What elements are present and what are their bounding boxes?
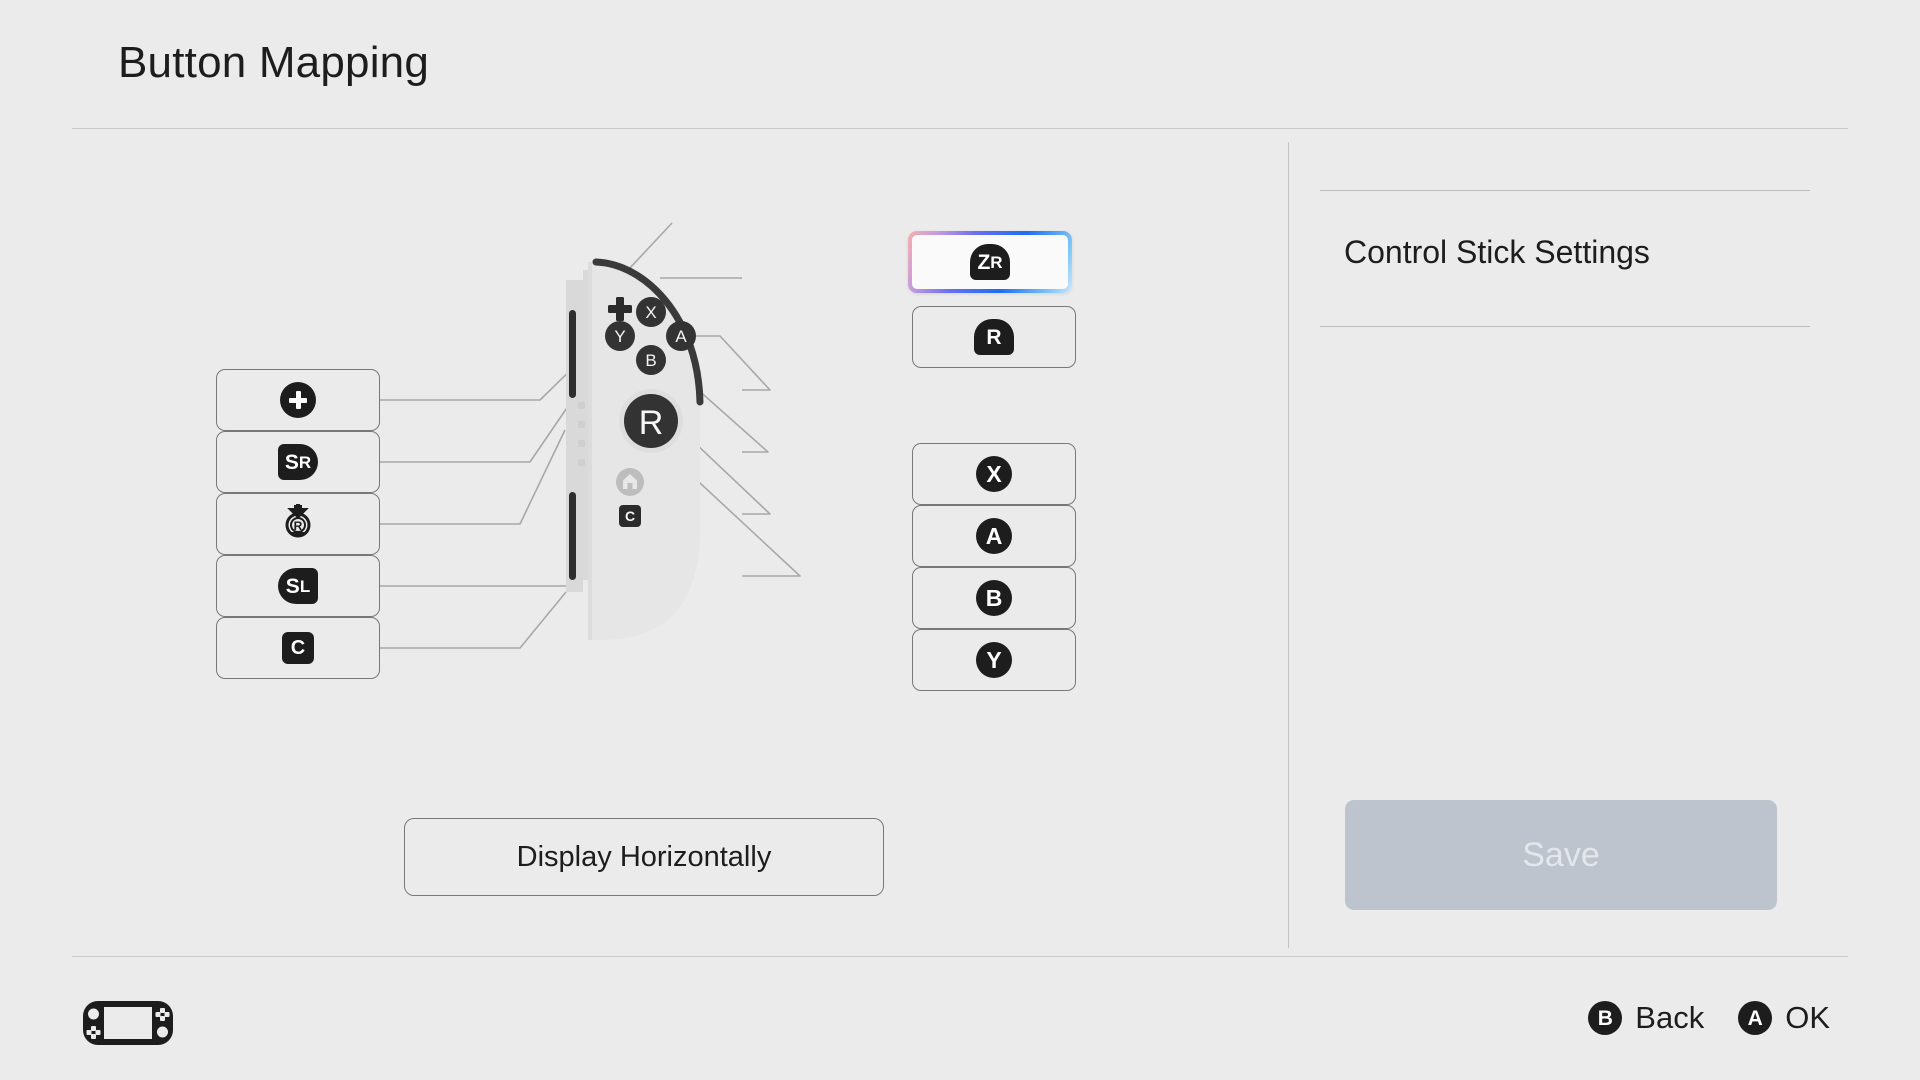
r-shoulder-icon: R	[974, 319, 1014, 355]
svg-text:R: R	[639, 404, 664, 442]
display-orientation-button[interactable]: Display Horizontally	[404, 818, 884, 896]
c-button-icon: C	[282, 632, 314, 664]
right-stick-press-icon: R	[279, 503, 317, 546]
a-button-icon: A	[1738, 1001, 1773, 1035]
map-row-y[interactable]: Y	[912, 629, 1076, 691]
hint-back-label: Back	[1635, 1000, 1705, 1035]
save-button[interactable]: Save	[1345, 800, 1777, 910]
joycon-face-buttons: X Y A B	[605, 297, 696, 375]
mapping-stage: X Y A B	[0, 140, 1288, 956]
map-row-r[interactable]: R	[912, 306, 1076, 368]
b-button-icon: B	[1588, 1001, 1623, 1035]
svg-text:B: B	[645, 351, 656, 370]
joycon-button-y: Y	[605, 321, 635, 351]
joycon-control-stick: R	[619, 389, 683, 453]
sl-rail-bar	[569, 492, 576, 580]
hint-ok-label: OK	[1785, 1000, 1830, 1035]
map-row-a[interactable]: A	[912, 505, 1076, 567]
map-row-c[interactable]: C	[216, 617, 380, 679]
footer-divider	[72, 956, 1848, 957]
plus-icon	[280, 382, 316, 418]
svg-text:R: R	[294, 519, 303, 533]
joycon-button-b: B	[636, 345, 666, 375]
joycon-body	[566, 258, 704, 640]
joycon-plus-icon	[608, 297, 632, 321]
panel-item-control-stick-settings[interactable]: Control Stick Settings	[1344, 234, 1650, 270]
a-button-icon: A	[976, 518, 1012, 554]
joycon-diagram: X Y A B	[310, 222, 801, 649]
y-button-icon: Y	[976, 642, 1012, 678]
map-row-plus[interactable]	[216, 369, 380, 431]
joycon-button-a: A	[666, 321, 696, 351]
settings-panel: Control Stick Settings Save	[1288, 140, 1920, 956]
header-divider	[72, 128, 1848, 129]
svg-text:Y: Y	[614, 327, 625, 346]
svg-text:C: C	[625, 508, 635, 524]
svg-text:X: X	[645, 303, 656, 322]
hint-back[interactable]: B Back	[1588, 1000, 1704, 1036]
page-title: Button Mapping	[118, 38, 430, 87]
svg-text:A: A	[675, 327, 687, 346]
hint-ok[interactable]: A OK	[1738, 1000, 1830, 1036]
sr-rail-bar	[569, 310, 576, 398]
panel-divider	[1288, 142, 1289, 948]
map-row-x[interactable]: X	[912, 443, 1076, 505]
x-button-icon: X	[976, 456, 1012, 492]
footer-hints: B Back A OK	[1588, 1000, 1830, 1036]
joycon-button-x: X	[636, 297, 666, 327]
panel-divider-top	[1320, 190, 1810, 191]
switch-console-icon	[82, 1000, 174, 1051]
joycon-home-button	[616, 468, 644, 496]
b-button-icon: B	[976, 580, 1012, 616]
map-row-right-stick-press[interactable]: R	[216, 493, 380, 555]
map-row-b[interactable]: B	[912, 567, 1076, 629]
panel-divider-bottom	[1320, 326, 1810, 327]
player-indicator-leds	[578, 402, 585, 466]
joycon-c-button: C	[619, 505, 641, 527]
